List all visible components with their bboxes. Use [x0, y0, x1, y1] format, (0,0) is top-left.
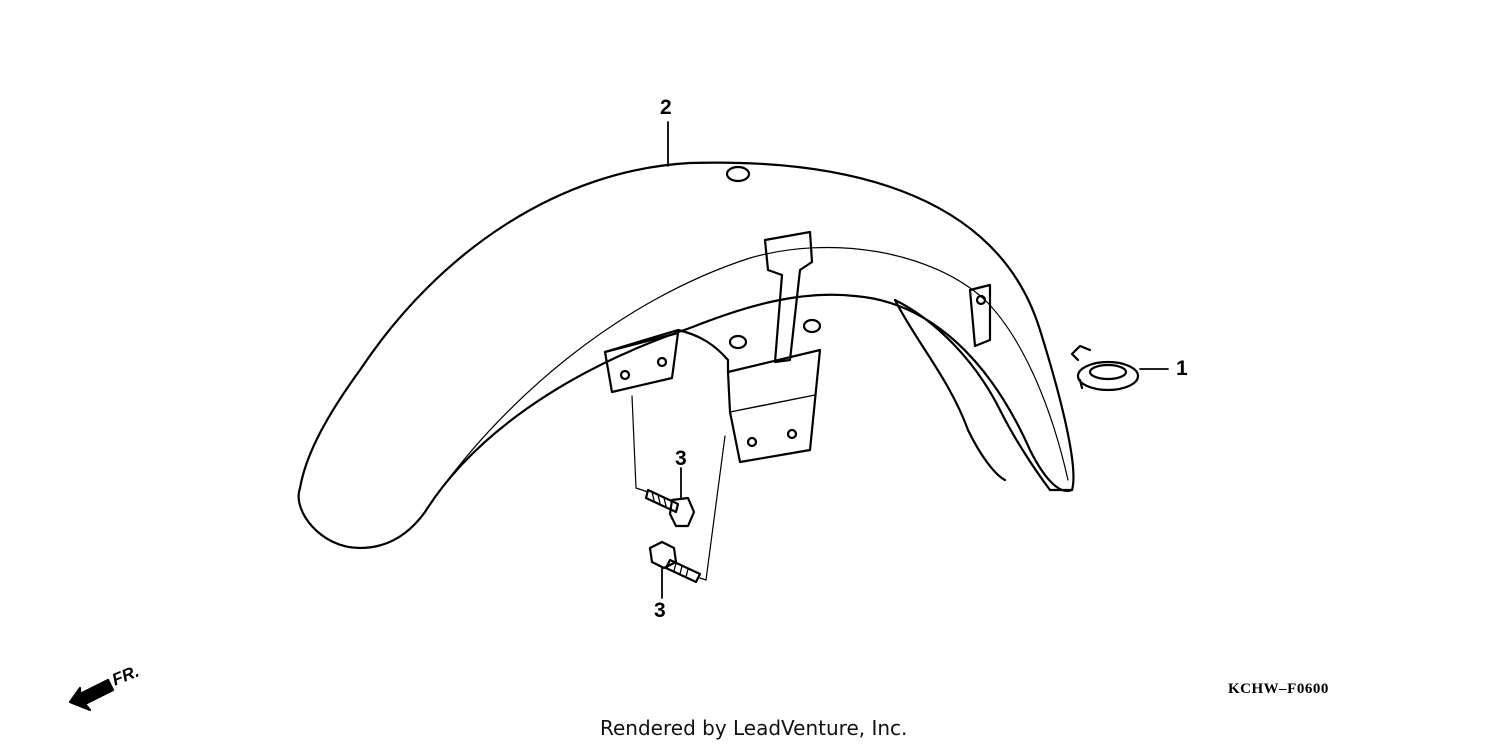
diagram-code: KCHW–F0600	[1228, 681, 1329, 697]
callout-part-3-upper: 3	[675, 447, 687, 470]
center-plate-hole-1	[746, 436, 758, 448]
left-bracket-hole-2	[656, 356, 668, 368]
front-direction-arrow-icon	[68, 678, 115, 712]
inner-liner-right	[893, 298, 1074, 492]
guide-lower	[705, 435, 726, 581]
grommet-right	[802, 318, 822, 334]
part-3-bolt-upper	[644, 488, 696, 528]
right-bracket	[968, 283, 992, 348]
part-3-bolt-lower	[648, 540, 702, 584]
center-plate	[726, 348, 822, 464]
left-bracket-hole-1	[619, 369, 631, 381]
center-plate-fold	[729, 394, 816, 413]
grommet-left	[728, 334, 748, 350]
callout-part-2: 2	[660, 96, 672, 119]
inner-liner-left	[603, 328, 730, 374]
center-stay	[763, 230, 814, 364]
left-bracket	[603, 331, 680, 394]
fender-inner-edge	[424, 246, 1069, 513]
right-bracket-hole	[975, 294, 987, 306]
callout-part-3-lower: 3	[654, 599, 666, 622]
fender-outline	[297, 161, 1075, 550]
guide-upper	[631, 395, 637, 489]
top-grommet	[725, 165, 751, 183]
center-plate-hole-2	[786, 428, 798, 440]
credit-line: Rendered by LeadVenture, Inc.	[600, 716, 908, 740]
callout-part-1: 1	[1176, 357, 1188, 380]
part-1-clip	[1070, 344, 1140, 392]
